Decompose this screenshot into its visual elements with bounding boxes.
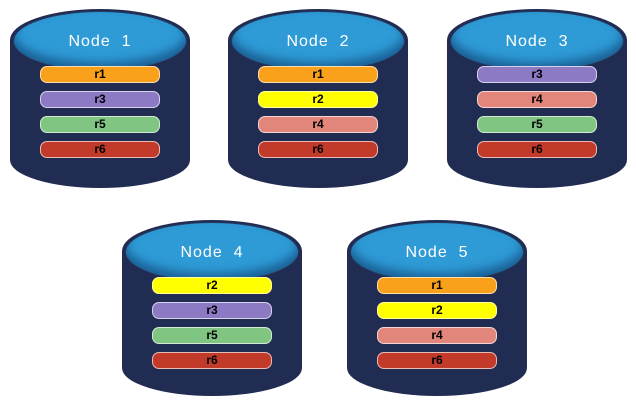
- replica-bar: r5: [477, 116, 597, 133]
- node-title: Node 5: [405, 244, 469, 261]
- node-2: Node 2 r1 r2 r4 r6: [228, 9, 408, 188]
- replica-bar: r2: [258, 91, 378, 108]
- replica-list: r3 r4 r5 r6: [447, 66, 627, 158]
- replica-list: r1 r3 r5 r6: [10, 66, 190, 158]
- cylinder-top: Node 2: [231, 11, 405, 71]
- node-4: Node 4 r2 r3 r5 r6: [122, 220, 302, 396]
- replica-bar: r2: [377, 302, 497, 319]
- node-3: Node 3 r3 r4 r5 r6: [447, 9, 627, 188]
- replica-list: r1 r2 r4 r6: [228, 66, 408, 158]
- replica-bar: r6: [477, 141, 597, 158]
- replica-bar: r6: [40, 141, 160, 158]
- replica-list: r2 r3 r5 r6: [122, 277, 302, 369]
- cylinder-top: Node 4: [125, 222, 299, 282]
- replica-bar: r4: [377, 327, 497, 344]
- replica-bar: r4: [258, 116, 378, 133]
- replica-bar: r4: [477, 91, 597, 108]
- replica-list: r1 r2 r4 r6: [347, 277, 527, 369]
- node-title: Node 1: [68, 33, 132, 50]
- replica-bar: r6: [152, 352, 272, 369]
- replica-bar: r6: [377, 352, 497, 369]
- replica-bar: r2: [152, 277, 272, 294]
- replica-bar: r3: [152, 302, 272, 319]
- cylinder-top: Node 5: [350, 222, 524, 282]
- replica-bar: r1: [40, 66, 160, 83]
- node-1: Node 1 r1 r3 r5 r6: [10, 9, 190, 188]
- node-5: Node 5 r1 r2 r4 r6: [347, 220, 527, 396]
- replica-bar: r3: [40, 91, 160, 108]
- replica-bar: r5: [40, 116, 160, 133]
- node-title: Node 3: [505, 33, 569, 50]
- replica-bar: r5: [152, 327, 272, 344]
- node-title: Node 2: [286, 33, 350, 50]
- cylinder-top: Node 1: [13, 11, 187, 71]
- replica-bar: r1: [377, 277, 497, 294]
- node-title: Node 4: [180, 244, 244, 261]
- replica-bar: r3: [477, 66, 597, 83]
- replica-bar: r6: [258, 141, 378, 158]
- cylinder-top: Node 3: [450, 11, 624, 71]
- replica-bar: r1: [258, 66, 378, 83]
